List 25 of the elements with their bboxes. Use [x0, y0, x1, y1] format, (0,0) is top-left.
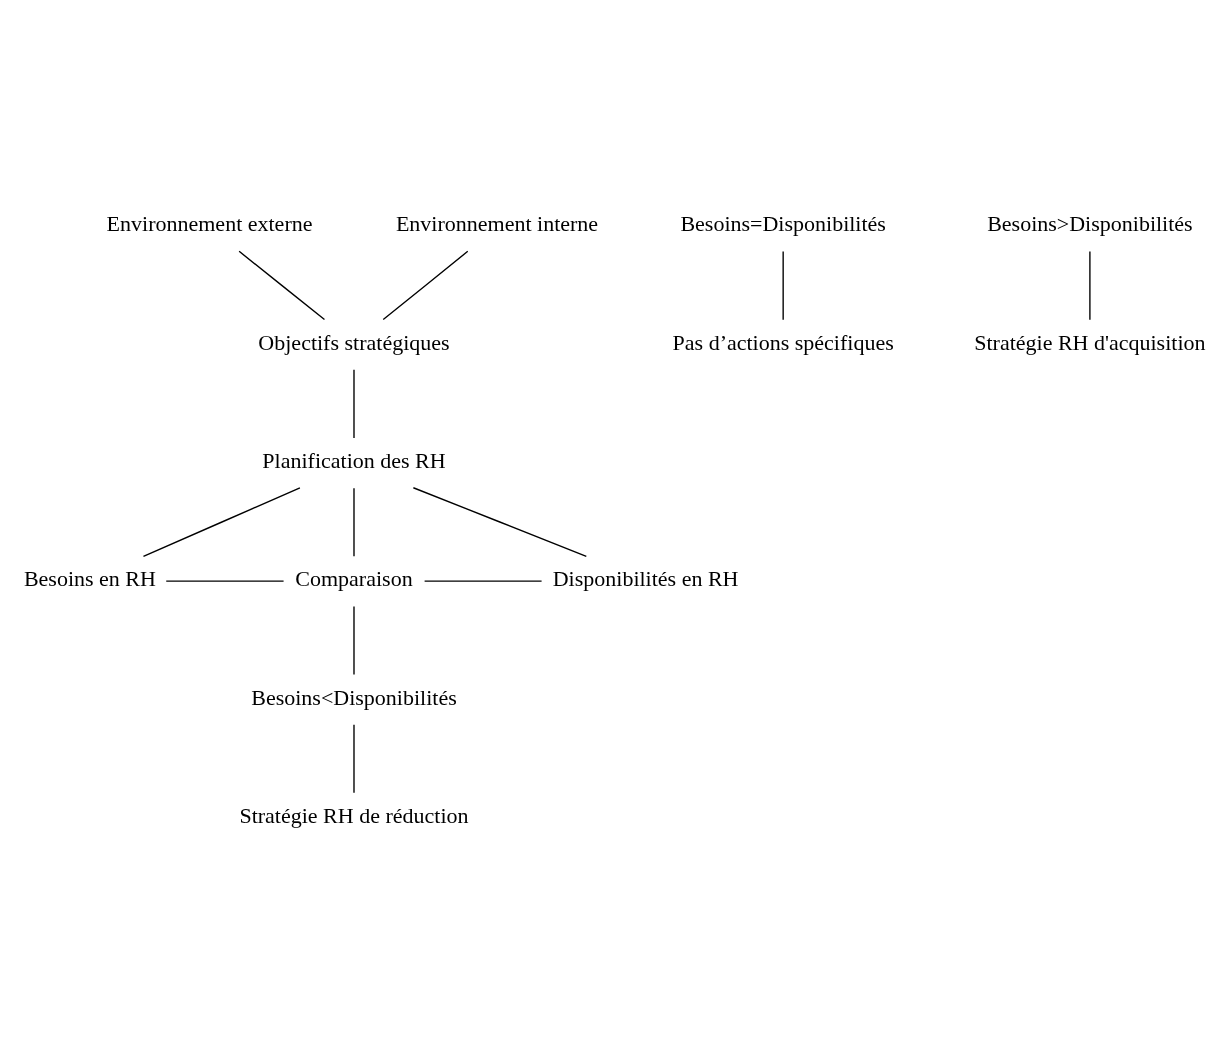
connector [782, 250, 784, 321]
node-text: Besoins=Disponibilités [680, 211, 886, 237]
connector [142, 487, 301, 558]
node-text: Comparaison [295, 566, 413, 592]
node-text: Stratégie RH d'acquisition [974, 329, 1206, 355]
node-text: Besoins<Disponibilités [251, 684, 457, 710]
node-text: Planification des RH [262, 448, 446, 474]
connector [238, 250, 326, 321]
connector [353, 724, 355, 794]
connector [412, 487, 587, 557]
connector [1089, 250, 1091, 321]
connector [423, 580, 543, 582]
node-text: Environnement interne [395, 211, 599, 237]
node-text: Besoins en RH [23, 566, 156, 592]
node-text: Objectifs stratégiques [258, 329, 450, 355]
connector [382, 250, 469, 321]
node-text: Disponibilités en RH [552, 566, 739, 592]
connector [353, 369, 355, 439]
node-text: Environnement externe [106, 211, 313, 237]
connector [353, 487, 355, 557]
connector [353, 605, 355, 676]
node-text: Pas d’actions spécifiques [672, 329, 894, 355]
node-text: Stratégie RH de réduction [239, 802, 469, 828]
node-text: Besoins>Disponibilités [987, 211, 1193, 237]
connector [165, 580, 285, 582]
